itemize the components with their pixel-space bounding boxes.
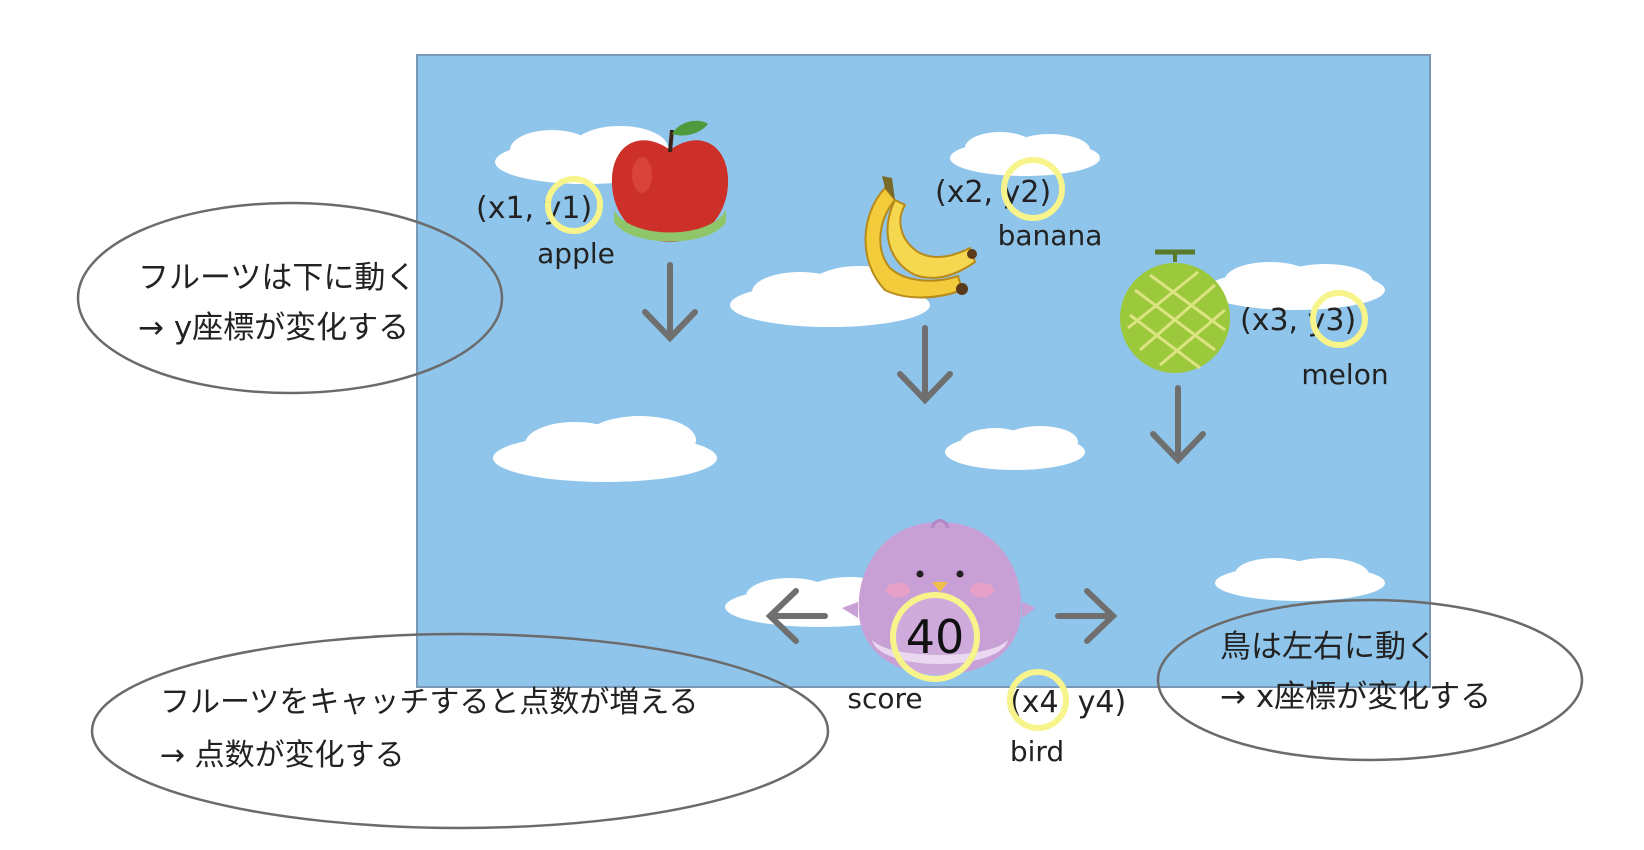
- cloud: [945, 426, 1085, 470]
- apple-icon: [611, 120, 729, 242]
- bird-label: bird: [1010, 735, 1064, 768]
- apple-down-arrow: [642, 262, 698, 343]
- cloud: [1205, 262, 1385, 310]
- melon-label: melon: [1301, 358, 1388, 391]
- catch-score-note-line2: → 点数が変化する: [160, 738, 405, 773]
- apple-coordinate: (x1, y1): [476, 191, 592, 226]
- bird-move-note-line2: → x座標が変化する: [1220, 679, 1491, 715]
- fruits-move-note-line2: → y座標が変化する: [138, 310, 409, 346]
- catch-score-note: フルーツをキャッチすると点数が増える → 点数が変化する: [90, 632, 830, 830]
- cloud: [950, 132, 1100, 176]
- bird-coordinate: (x4, y4): [1010, 685, 1126, 720]
- melon-down-arrow: [1150, 385, 1206, 465]
- melon-icon: [1120, 249, 1230, 373]
- y1-highlight: [545, 176, 603, 234]
- catch-score-note-line1: フルーツをキャッチすると点数が増える: [160, 685, 699, 720]
- bird-move-note: 鳥は左右に動く → x座標が変化する: [1156, 598, 1584, 762]
- bird-move-note-line1: 鳥は左右に動く: [1220, 629, 1437, 665]
- cloud: [493, 416, 717, 482]
- banana-coordinate: (x2, y2): [935, 175, 1051, 210]
- banana-icon: [864, 176, 977, 299]
- fruits-move-note: フルーツは下に動く → y座標が変化する: [76, 201, 504, 395]
- banana-down-arrow: [897, 325, 953, 405]
- fruits-move-note-line1: フルーツは下に動く: [138, 260, 416, 296]
- apple-label: apple: [537, 237, 615, 270]
- y3-highlight: [1310, 290, 1368, 348]
- x4-highlight: [1007, 669, 1069, 731]
- score-value: 40: [906, 610, 965, 664]
- score-label: score: [847, 682, 922, 715]
- melon-coordinate: (x3, y3): [1240, 303, 1356, 338]
- cloud: [730, 266, 930, 327]
- y2-highlight: [1001, 157, 1065, 221]
- bird-left-arrow: [765, 588, 828, 644]
- cloud: [1215, 558, 1385, 601]
- score-highlight: [890, 592, 980, 682]
- bird-right-arrow: [1055, 588, 1118, 644]
- banana-label: banana: [998, 219, 1103, 252]
